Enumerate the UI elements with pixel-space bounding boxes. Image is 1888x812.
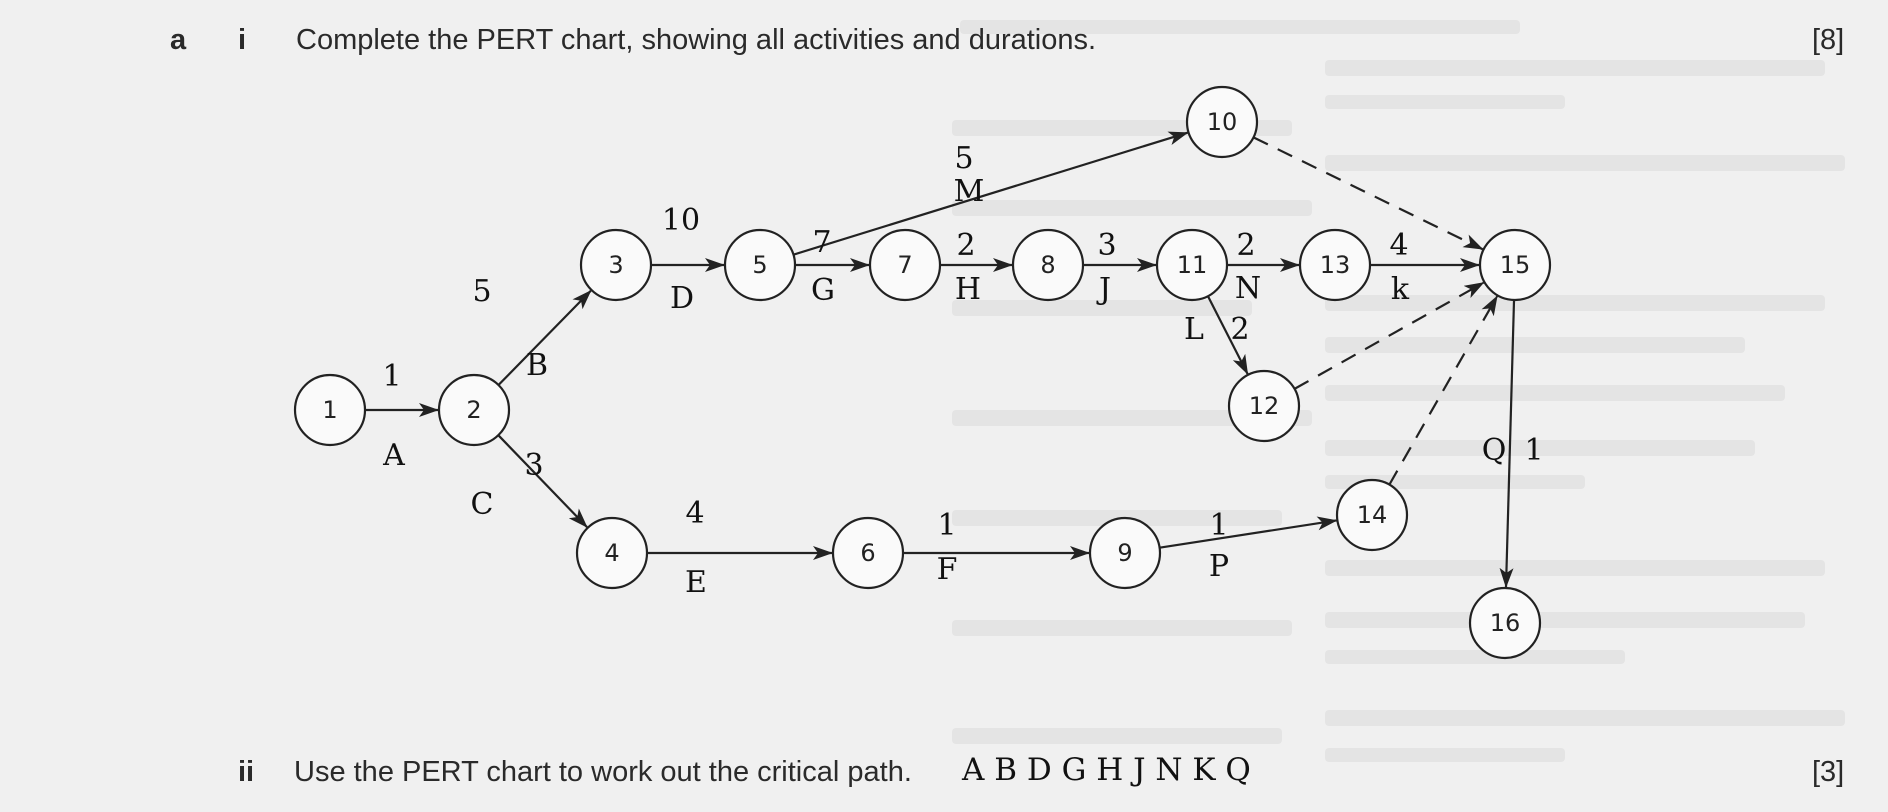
- node-label: 16: [1490, 609, 1521, 637]
- duration-label-2-3: 5: [472, 274, 491, 309]
- node-circle: [868, 228, 942, 302]
- node-circle: [579, 228, 653, 302]
- activity-label-2-3: B: [526, 348, 548, 383]
- activity-label-1-2: A: [382, 438, 405, 473]
- question-marks: [8]: [1812, 24, 1845, 56]
- node-label: 14: [1357, 501, 1388, 529]
- node-circle: [1011, 228, 1085, 302]
- activity-label-7-8: H: [955, 272, 981, 307]
- duration-label-8-11: 3: [1097, 228, 1116, 263]
- pert-node-5: 5: [723, 228, 797, 302]
- activity-label-11-13: N: [1235, 271, 1261, 306]
- pert-node-2: 2: [437, 373, 511, 447]
- pert-node-1: 1: [293, 373, 367, 447]
- duration-label-6-9: 1: [937, 508, 956, 543]
- duration-label-9-14: 1: [1209, 508, 1228, 543]
- node-circle: [293, 373, 367, 447]
- node-label: 13: [1320, 251, 1351, 279]
- activity-label-13-15: k: [1391, 272, 1410, 307]
- pert-node-11: 11: [1155, 228, 1229, 302]
- handwritten-answer: A B D G H J N K Q: [962, 752, 1251, 788]
- activity-label-4-6: E: [685, 565, 707, 600]
- pert-node-14: 14: [1335, 478, 1409, 552]
- activity-label-9-14: P: [1209, 549, 1229, 584]
- node-circle: [1478, 228, 1552, 302]
- pert-node-10: 10: [1185, 85, 1259, 159]
- edge-11-12: [1206, 295, 1249, 375]
- edge-14-15: [1388, 295, 1499, 486]
- edge-9-14: [1159, 516, 1338, 549]
- node-circle: [1227, 369, 1301, 443]
- pert-node-3: 3: [579, 228, 653, 302]
- pert-node-12: 12: [1227, 369, 1301, 443]
- node-label: 1: [322, 396, 337, 424]
- duration-label-11-12: 2: [1230, 312, 1249, 347]
- duration-label-4-6: 4: [685, 496, 704, 531]
- duration-label-13-15: 4: [1389, 228, 1408, 263]
- question-marks: [3]: [1812, 756, 1845, 788]
- activity-label-5-10: M: [954, 174, 985, 209]
- activity-label-8-11: J: [1096, 272, 1111, 307]
- duration-label-15-16: 1: [1524, 433, 1543, 468]
- node-label: 8: [1040, 251, 1055, 279]
- node-label: 5: [752, 251, 767, 279]
- node-label: 4: [604, 539, 619, 567]
- pert-node-9: 9: [1088, 516, 1162, 590]
- node-label: 11: [1177, 251, 1208, 279]
- activity-label-11-12: L: [1184, 312, 1204, 347]
- activity-label-2-4: C: [471, 487, 494, 522]
- duration-label-1-2: 1: [382, 359, 401, 394]
- node-label: 12: [1249, 392, 1280, 420]
- activity-label-5-7: G: [811, 273, 835, 308]
- node-label: 2: [466, 396, 481, 424]
- pert-node-13: 13: [1298, 228, 1372, 302]
- duration-label-3-5: 10: [662, 203, 700, 238]
- node-label: 3: [608, 251, 623, 279]
- node-circle: [831, 516, 905, 590]
- pert-node-7: 7: [868, 228, 942, 302]
- node-circle: [1335, 478, 1409, 552]
- pert-node-4: 4: [575, 516, 649, 590]
- activity-label-3-5: D: [670, 281, 694, 316]
- node-circle: [1155, 228, 1229, 302]
- question-subpart-number: i: [238, 24, 247, 56]
- question-subpart-number: ii: [238, 756, 255, 788]
- node-label: 6: [860, 539, 875, 567]
- edge-12-15: [1293, 281, 1485, 390]
- activity-label-15-16: Q: [1482, 433, 1507, 468]
- duration-label-7-8: 2: [956, 228, 975, 263]
- node-circle: [1185, 85, 1259, 159]
- question-part-letter: a: [170, 24, 187, 56]
- question-text: Complete the PERT chart, showing all act…: [296, 24, 1097, 56]
- duration-label-2-4: 3: [524, 448, 543, 483]
- edge-2-3: [497, 289, 592, 386]
- pert-node-8: 8: [1011, 228, 1085, 302]
- node-label: 7: [897, 251, 912, 279]
- node-circle: [575, 516, 649, 590]
- activity-label-6-9: F: [937, 552, 958, 587]
- edge-10-15: [1252, 136, 1484, 251]
- edge-15-16: [1499, 299, 1516, 589]
- edge-5-10: [793, 131, 1189, 256]
- pert-node-6: 6: [831, 516, 905, 590]
- pert-node-16: 16: [1468, 586, 1542, 660]
- duration-label-5-10: 5: [954, 141, 973, 176]
- node-circle: [437, 373, 511, 447]
- node-label: 10: [1207, 108, 1238, 136]
- question-text: Use the PERT chart to work out the criti…: [294, 756, 912, 788]
- duration-label-5-7: 7: [812, 225, 831, 260]
- node-circle: [1468, 586, 1542, 660]
- node-circle: [1088, 516, 1162, 590]
- duration-label-11-13: 2: [1236, 228, 1255, 263]
- edge-2-4: [497, 434, 588, 528]
- node-label: 15: [1500, 251, 1531, 279]
- pert-node-15: 15: [1478, 228, 1552, 302]
- node-label: 9: [1117, 539, 1132, 567]
- node-circle: [723, 228, 797, 302]
- node-circle: [1298, 228, 1372, 302]
